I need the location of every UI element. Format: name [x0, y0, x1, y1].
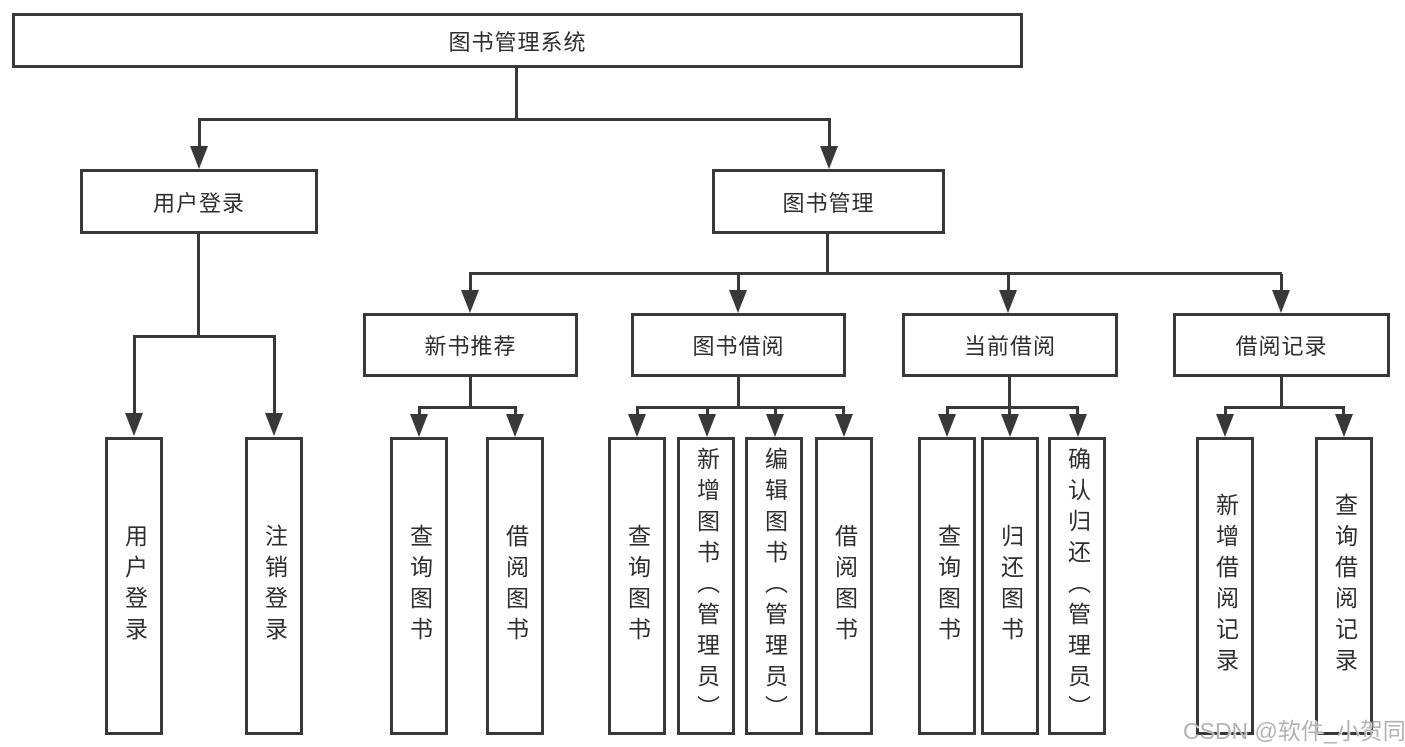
arrowhead-down-icon — [1069, 414, 1087, 437]
connector-bookmgmt-stem — [737, 274, 740, 294]
arrowhead-down-icon — [766, 414, 784, 437]
connector-records-stem — [1342, 408, 1345, 418]
leaf-label: 借阅图书 — [502, 524, 529, 648]
connector-root-vline — [515, 68, 518, 120]
connector-bookmgmt-hline — [469, 272, 1282, 275]
node-label: 新书推荐 — [424, 334, 517, 359]
arrowhead-down-icon — [1272, 290, 1290, 313]
connector-bookmgmt-stem — [469, 274, 472, 294]
leaf-label: 编辑图书（管理员） — [761, 446, 788, 726]
leaf-label: 新增图书（管理员） — [693, 446, 720, 726]
node-book-management: 图书管理 — [712, 169, 945, 234]
connector-bookborrow-hline — [636, 406, 845, 409]
leaf-label: 查询图书 — [624, 524, 651, 648]
arrowhead-down-icon — [698, 414, 716, 437]
connector-root-right-stem — [828, 120, 831, 150]
connector-current-stem — [1076, 408, 1079, 418]
leaf-label: 借阅图书 — [831, 524, 858, 648]
arrowhead-down-icon — [410, 414, 428, 437]
arrowhead-down-icon — [820, 146, 838, 169]
connector-newbook-hline — [418, 406, 517, 409]
leaf-edit-books-admin: 编辑图书（管理员） — [745, 437, 803, 735]
node-label: 图书管理 — [782, 190, 875, 216]
connector-bookmgmt-stem — [1280, 274, 1283, 294]
connector-current-stem — [1008, 408, 1011, 418]
connector-current-vline — [1008, 377, 1011, 408]
leaf-logout: 注销登录 — [245, 437, 303, 735]
leaf-label: 确认归还（管理员） — [1064, 446, 1091, 726]
connector-bookborrow-stem — [706, 408, 709, 418]
arrowhead-down-icon — [506, 414, 524, 437]
leaf-label: 新增借阅记录 — [1212, 493, 1239, 679]
arrowhead-down-icon — [938, 414, 956, 437]
node-label: 图书管理系统 — [448, 29, 587, 55]
connector-newbook-stem — [514, 408, 517, 418]
leaf-user-login: 用户登录 — [105, 437, 163, 735]
node-label: 图书借阅 — [692, 334, 785, 359]
node-label: 当前借阅 — [963, 334, 1056, 359]
arrowhead-down-icon — [190, 146, 208, 169]
connector-bookborrow-stem — [842, 408, 845, 418]
leaf-confirm-return-admin: 确认归还（管理员） — [1048, 437, 1106, 735]
connector-newbook-vline — [469, 377, 472, 408]
arrowhead-down-icon — [1335, 414, 1353, 437]
arrowhead-down-icon — [628, 414, 646, 437]
node-user-login: 用户登录 — [80, 169, 318, 234]
leaf-query-books-recommend: 查询图书 — [390, 437, 448, 735]
arrowhead-down-icon — [999, 290, 1017, 313]
arrowhead-down-icon — [125, 413, 143, 436]
connector-userlogin-stem — [273, 337, 276, 417]
connector-records-vline — [1280, 377, 1283, 408]
leaf-label: 查询借阅记录 — [1331, 493, 1358, 679]
connector-records-hline — [1224, 406, 1345, 409]
leaf-label: 注销登录 — [261, 524, 288, 648]
connector-userlogin-stem — [133, 337, 136, 417]
connector-root-left-stem — [198, 120, 201, 150]
leaf-label: 归还图书 — [997, 524, 1024, 648]
connector-current-stem — [946, 408, 949, 418]
connector-newbook-stem — [418, 408, 421, 418]
connector-bookborrow-stem — [636, 408, 639, 418]
arrowhead-down-icon — [1216, 414, 1234, 437]
node-label: 用户登录 — [152, 190, 245, 216]
arrowhead-down-icon — [1001, 414, 1019, 437]
node-root-title: 图书管理系统 — [12, 13, 1023, 68]
node-current-borrowing: 当前借阅 — [902, 313, 1118, 377]
connector-bookborrow-vline — [737, 377, 740, 408]
csdn-watermark: CSDN @软件_小贺同学 — [1183, 718, 1405, 744]
leaf-query-books-current: 查询图书 — [918, 437, 976, 735]
node-borrowing-records: 借阅记录 — [1173, 313, 1390, 377]
connector-bookborrow-stem — [774, 408, 777, 418]
connector-bookmgmt-stem — [1007, 274, 1010, 294]
arrowhead-down-icon — [835, 414, 853, 437]
arrowhead-down-icon — [265, 413, 283, 436]
leaf-label: 查询图书 — [406, 524, 433, 648]
arrowhead-down-icon — [461, 290, 479, 313]
node-label: 借阅记录 — [1235, 334, 1328, 359]
leaf-borrow-books-recommend: 借阅图书 — [486, 437, 544, 735]
leaf-query-borrow-record: 查询借阅记录 — [1315, 437, 1373, 735]
connector-records-stem — [1224, 408, 1227, 418]
node-book-borrowing: 图书借阅 — [631, 313, 846, 377]
leaf-query-books-borrow: 查询图书 — [608, 437, 666, 735]
leaf-label: 用户登录 — [121, 524, 148, 648]
leaf-add-borrow-record: 新增借阅记录 — [1196, 437, 1254, 735]
connector-bookmgmt-vline — [826, 234, 829, 274]
leaf-borrow-books-borrow: 借阅图书 — [815, 437, 873, 735]
connector-root-hline — [198, 118, 831, 121]
node-new-book-recommendation: 新书推荐 — [363, 313, 578, 377]
connector-current-hline — [946, 406, 1079, 409]
leaf-return-books: 归还图书 — [981, 437, 1039, 735]
leaf-label: 查询图书 — [934, 524, 961, 648]
leaf-add-books-admin: 新增图书（管理员） — [677, 437, 735, 735]
connector-userlogin-vline — [197, 234, 200, 337]
arrowhead-down-icon — [729, 290, 747, 313]
connector-userlogin-hline — [133, 335, 276, 338]
